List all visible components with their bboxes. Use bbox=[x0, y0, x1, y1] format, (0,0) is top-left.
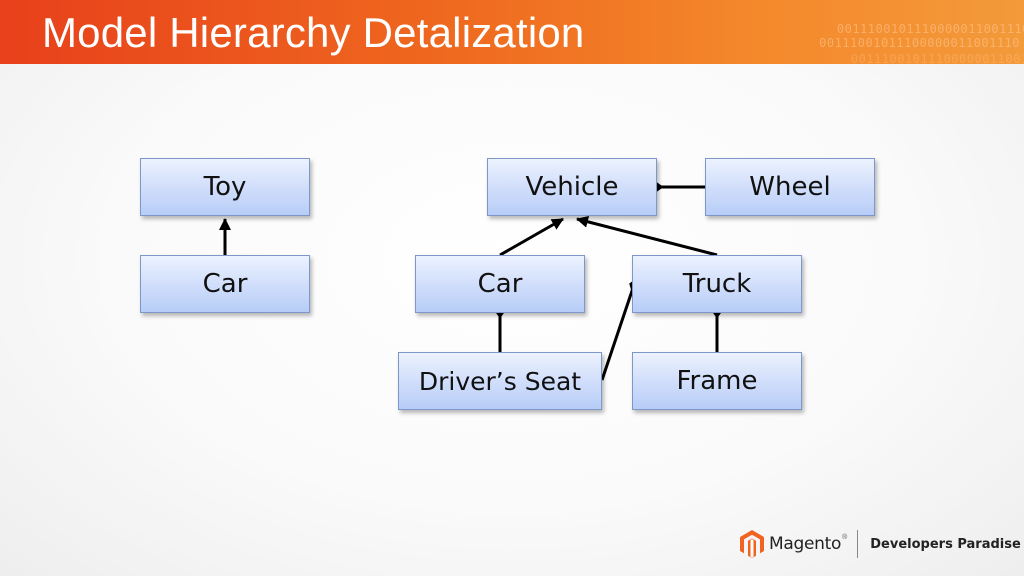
footer-tagline: Developers Paradise bbox=[870, 536, 1021, 552]
edge-car2-to-vehicle bbox=[499, 217, 564, 257]
node-frame: Frame bbox=[632, 352, 802, 410]
node-car: Car bbox=[140, 255, 310, 313]
node-car-vehicle: Car bbox=[415, 255, 585, 313]
binary-decoration: 0011100101110000011001110 bbox=[836, 22, 1024, 36]
binary-decoration: 0011100101110000001100111 bbox=[850, 52, 1024, 64]
magento-logo-icon bbox=[740, 530, 764, 558]
node-toy: Toy bbox=[140, 158, 310, 216]
slide-title: Model Hierarchy Detalization bbox=[42, 9, 585, 56]
edge-truck-to-vehicle bbox=[576, 215, 718, 257]
brand-name: Magento bbox=[769, 534, 842, 554]
footer-logo: Magento ® Developers Paradise bbox=[740, 528, 1021, 560]
footer-divider bbox=[857, 530, 859, 558]
node-drivers-seat: Driver’s Seat bbox=[398, 352, 602, 410]
node-vehicle: Vehicle bbox=[487, 158, 657, 216]
registered-mark: ® bbox=[842, 534, 848, 541]
edge-seat-to-truck bbox=[600, 278, 639, 381]
title-bar: 0011100101110000011001110 00111001011100… bbox=[0, 0, 1024, 64]
node-truck: Truck bbox=[632, 255, 802, 313]
binary-decoration: 00111001011100000011001110 bbox=[819, 36, 1020, 50]
node-wheel: Wheel bbox=[705, 158, 875, 216]
